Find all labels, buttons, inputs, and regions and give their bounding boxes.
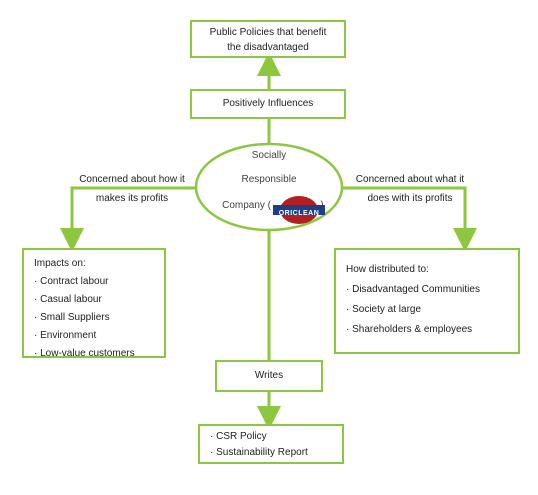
csr-item: · Sustainability Report xyxy=(210,447,308,458)
influences-box: Positively Influences xyxy=(190,89,346,119)
center-line3-prefix: Company ( xyxy=(222,200,271,211)
impacts-title: Impacts on: xyxy=(34,258,86,269)
arrow-to-distribution xyxy=(338,186,477,252)
impacts-box: Impacts on: · Contract labour · Casual l… xyxy=(22,248,166,359)
distribution-item: · Shareholders & employees xyxy=(346,324,473,335)
distribution-item: · Disadvantaged Communities xyxy=(346,284,480,295)
csr-item: · CSR Policy xyxy=(210,431,267,442)
impacts-item: · Contract labour xyxy=(34,276,109,287)
writes-label: Writes xyxy=(254,370,284,381)
oriclean-logo xyxy=(273,196,325,224)
public-policies-box: Public Policies that benefit the disadva… xyxy=(190,20,346,58)
public-policies-line2: the disadvantaged xyxy=(227,42,309,53)
left-branch-label: Concerned about how it makes its profits xyxy=(72,172,192,206)
distribution-item: · Society at large xyxy=(346,304,422,315)
impacts-item: · Low-value customers xyxy=(34,348,135,359)
writes-box: Writes xyxy=(215,360,323,392)
right-branch-line1: Concerned about what it xyxy=(355,174,465,185)
csr-box: · CSR Policy · Sustainability Report xyxy=(198,424,344,464)
right-branch-label: Concerned about what it does with its pr… xyxy=(350,172,470,206)
center-line2: Responsible xyxy=(241,174,297,185)
influences-label: Positively Influences xyxy=(222,98,314,109)
public-policies-line1: Public Policies that benefit xyxy=(209,27,327,38)
center-line1: Socially xyxy=(251,150,287,161)
impacts-item: · Environment xyxy=(34,330,97,341)
impacts-item: · Small Suppliers xyxy=(34,312,110,323)
left-branch-line2: makes its profits xyxy=(95,193,169,204)
distribution-box: How distributed to: · Disadvantaged Comm… xyxy=(334,248,520,354)
impacts-item: · Casual labour xyxy=(34,294,102,305)
right-branch-line2: does with its profits xyxy=(367,193,453,204)
arrow-to-impacts xyxy=(60,186,200,252)
left-branch-line1: Concerned about how it xyxy=(79,174,185,185)
logo-text: ORICLEAN xyxy=(278,210,320,217)
distribution-title: How distributed to: xyxy=(346,264,429,275)
